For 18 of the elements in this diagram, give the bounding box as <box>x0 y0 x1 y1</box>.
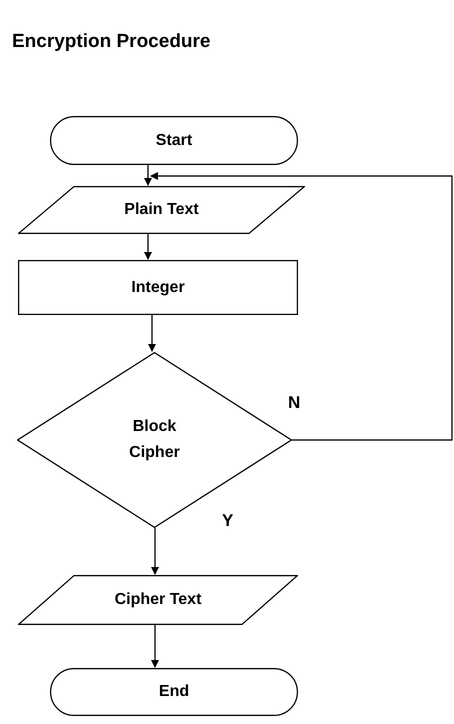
node-label: Cipher Text <box>114 590 202 610</box>
node-label: Block Cipher <box>128 417 181 463</box>
input-output-shape <box>18 575 298 625</box>
arrow <box>144 165 152 186</box>
process-box <box>18 260 298 315</box>
node-label: Integer <box>131 278 185 298</box>
diagram-title: Encryption Procedure <box>12 30 210 54</box>
arrow <box>151 528 159 575</box>
terminator-shape <box>50 116 298 165</box>
arrow <box>150 172 453 441</box>
node-label: Start <box>156 130 192 151</box>
terminator-shape <box>50 668 298 716</box>
arrow <box>144 234 152 260</box>
node-label: End <box>158 682 190 702</box>
node-label: Plain Text <box>124 200 199 220</box>
input-output-shape <box>18 186 305 234</box>
arrow <box>151 625 159 668</box>
arrow <box>148 315 156 352</box>
